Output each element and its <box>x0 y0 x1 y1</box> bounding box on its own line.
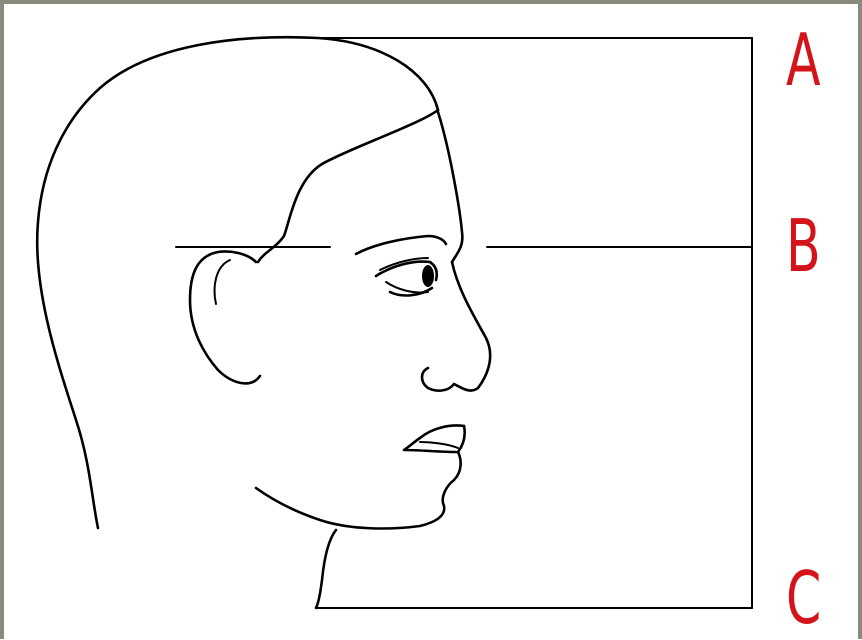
proportion-guides <box>176 38 752 608</box>
lips-chin-outline <box>256 426 465 528</box>
ear-outline <box>190 251 260 383</box>
neck-front <box>316 530 336 608</box>
eyebrow <box>356 236 446 254</box>
marker-label-c: C <box>786 562 821 634</box>
head-profile <box>37 37 490 608</box>
mouth-line <box>404 426 464 453</box>
ear-inner <box>215 260 230 304</box>
marker-label-a: A <box>786 24 821 96</box>
skull-outline <box>37 37 438 528</box>
lower-lip-line <box>420 442 458 448</box>
eye-lower-lid <box>386 282 428 293</box>
marker-label-b: B <box>786 210 821 282</box>
iris <box>422 265 434 287</box>
